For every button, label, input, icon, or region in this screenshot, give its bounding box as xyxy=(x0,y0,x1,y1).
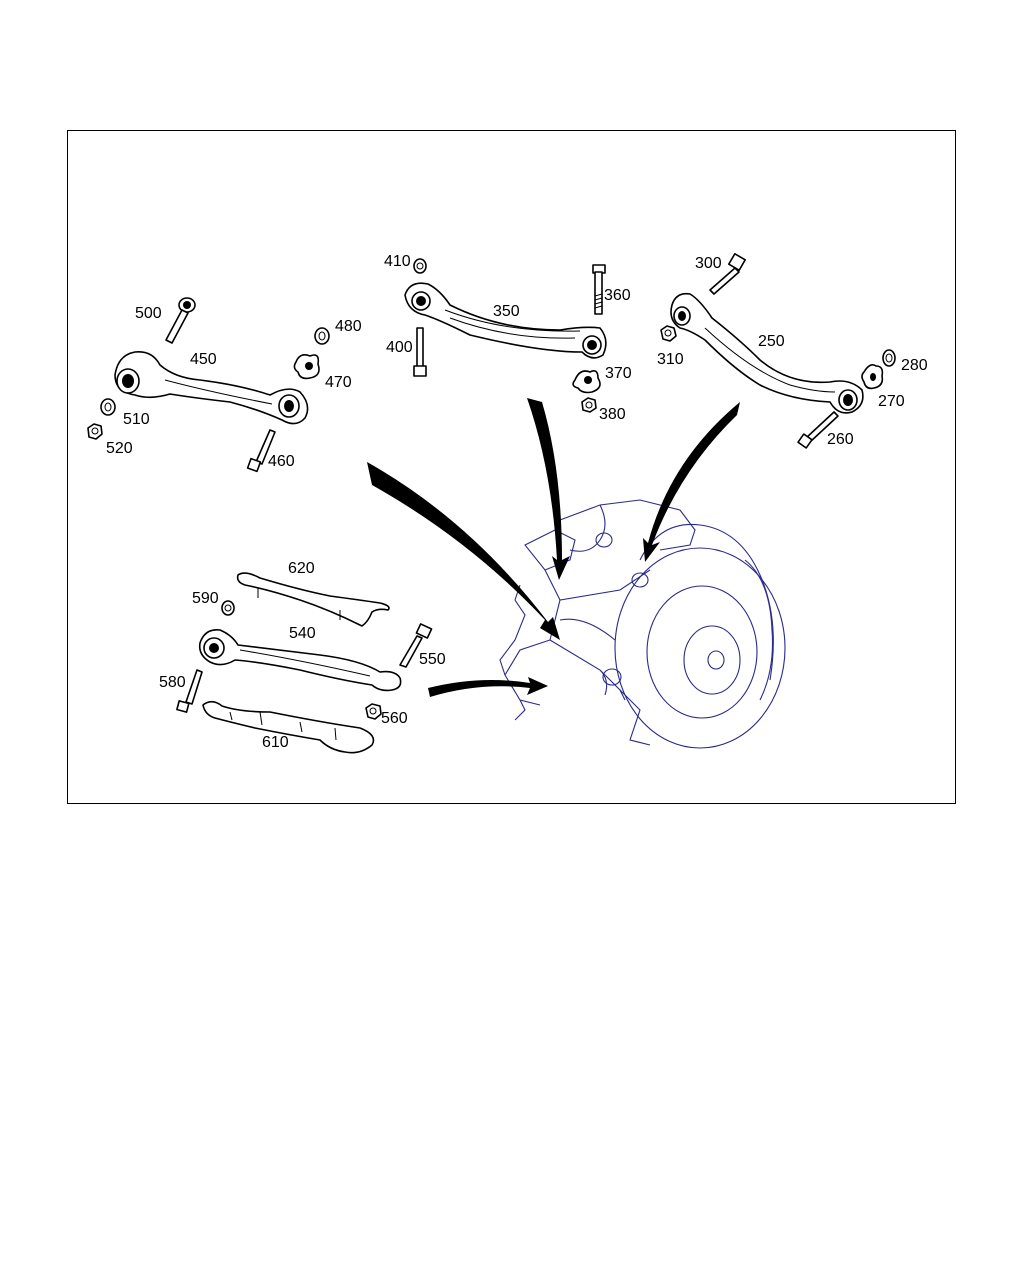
callout-480: 480 xyxy=(335,318,362,335)
callout-310: 310 xyxy=(657,351,684,368)
callout-460: 460 xyxy=(268,453,295,470)
bolt-550 xyxy=(399,623,433,668)
nut-310 xyxy=(660,325,677,342)
callout-540: 540 xyxy=(289,625,316,642)
diagram-frame xyxy=(67,130,956,804)
callout-470: 470 xyxy=(325,374,352,391)
nut-560 xyxy=(365,703,382,720)
bolt-400 xyxy=(413,327,427,377)
callout-620: 620 xyxy=(288,560,315,577)
axle-assembly xyxy=(499,499,786,749)
callout-450: 450 xyxy=(190,351,217,368)
nut-380 xyxy=(581,397,597,413)
callout-560: 560 xyxy=(381,710,408,727)
callout-350: 350 xyxy=(493,303,520,320)
washer-410 xyxy=(413,258,427,274)
washer-590 xyxy=(221,600,235,616)
cover-620 xyxy=(236,572,390,627)
pointer-arrows xyxy=(367,398,740,697)
callout-520: 520 xyxy=(106,440,133,457)
nut-520 xyxy=(87,423,103,440)
callout-280: 280 xyxy=(901,357,928,374)
bolt-260 xyxy=(797,411,839,449)
control-arm-250 xyxy=(670,292,864,414)
callout-380: 380 xyxy=(599,406,626,423)
callout-360: 360 xyxy=(604,287,631,304)
eccentric-washer-270 xyxy=(861,364,884,390)
callout-260: 260 xyxy=(827,431,854,448)
washer-510 xyxy=(100,398,116,416)
callout-550: 550 xyxy=(419,651,446,668)
callout-250: 250 xyxy=(758,333,785,350)
callout-270: 270 xyxy=(878,393,905,410)
eccentric-washer-470 xyxy=(293,354,320,380)
shield-610 xyxy=(202,700,375,754)
callout-580: 580 xyxy=(159,674,186,691)
callout-590: 590 xyxy=(192,590,219,607)
bolt-360 xyxy=(592,264,606,315)
callout-300: 300 xyxy=(695,255,722,272)
callout-400: 400 xyxy=(386,339,413,356)
eccentric-washer-370 xyxy=(572,370,601,394)
bolt-300 xyxy=(709,253,746,295)
control-arm-540 xyxy=(198,628,402,692)
bolt-500 xyxy=(165,297,196,344)
bolt-580 xyxy=(176,669,203,713)
callout-370: 370 xyxy=(605,365,632,382)
callout-610: 610 xyxy=(262,734,289,751)
washer-280 xyxy=(882,349,896,367)
control-arm-450 xyxy=(114,350,309,425)
callout-510: 510 xyxy=(123,411,150,428)
callout-410: 410 xyxy=(384,253,411,270)
callout-500: 500 xyxy=(135,305,162,322)
washer-480 xyxy=(314,327,330,345)
bolt-460 xyxy=(246,429,276,473)
control-arm-350 xyxy=(404,282,607,359)
callout-labels: 410 350 360 400 370 380 300 250 310 280 … xyxy=(106,253,928,751)
